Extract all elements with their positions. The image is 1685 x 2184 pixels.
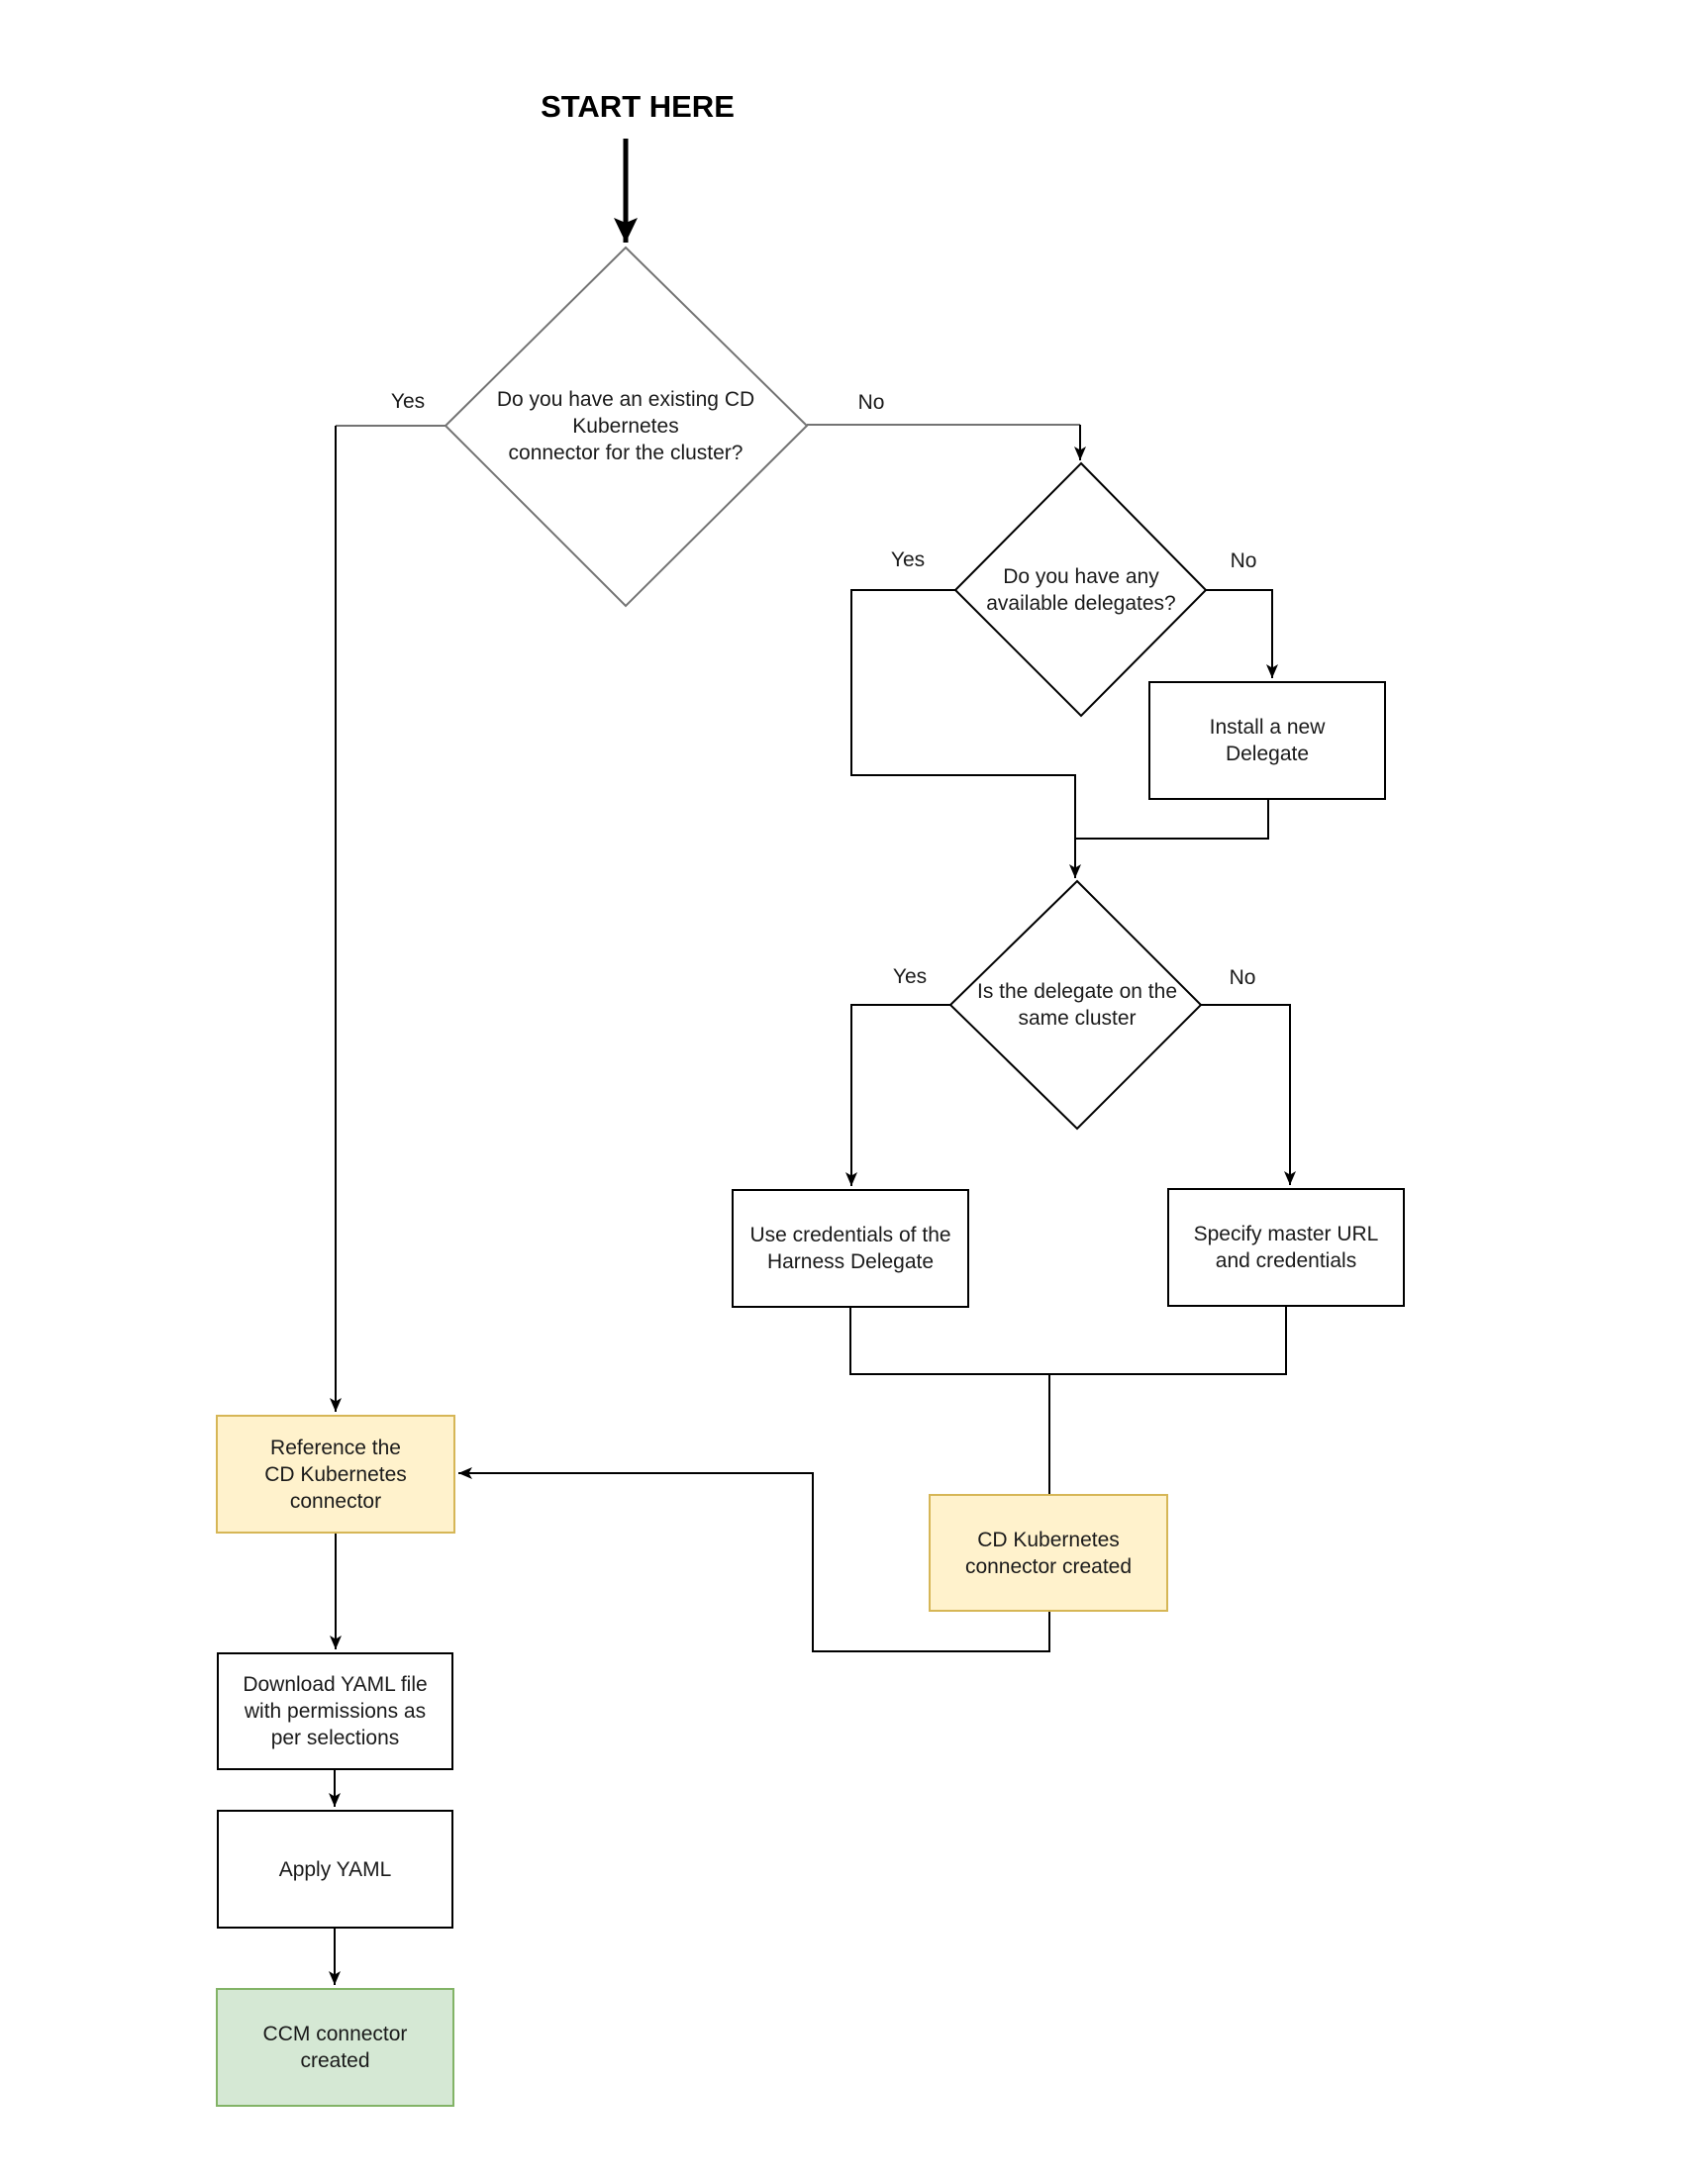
node-apply-yaml: Apply YAML	[217, 1810, 453, 1929]
edge-d2-no	[1206, 589, 1278, 678]
edge-label-d3-yes: Yes	[892, 965, 928, 988]
decision-diamond-available-delegates	[953, 461, 1208, 718]
node-cd-connector-created: CD Kubernetes connector created	[929, 1494, 1168, 1612]
decision-diamond-existing-connector	[444, 246, 809, 608]
node-reference-connector: Reference the CD Kubernetes connector	[216, 1415, 455, 1534]
edge-d2-yes	[850, 589, 1081, 878]
edge-label-d1-no: No	[857, 391, 885, 414]
decision-diamond-same-cluster	[948, 879, 1203, 1131]
start-here-title: START HERE	[541, 89, 735, 124]
edge-cd-created-to-reference	[458, 1467, 1050, 1652]
decision-available-delegates-label: Do you have any available delegates?	[986, 565, 1176, 615]
node-install-new-delegate: Install a new Delegate	[1148, 681, 1386, 800]
edge-label-d1-yes: Yes	[390, 390, 426, 413]
node-download-yaml: Download YAML file with permissions as p…	[217, 1652, 453, 1770]
edge-d3-no	[1201, 1004, 1296, 1185]
edge-merge-credentials	[849, 1307, 1287, 1375]
edge-install-out	[1075, 800, 1269, 840]
node-specify-master-url: Specify master URL and credentials	[1167, 1188, 1405, 1307]
node-use-delegate-credentials: Use credentials of the Harness Delegate	[732, 1189, 969, 1308]
decision-same-cluster-label: Is the delegate on the same cluster	[977, 980, 1177, 1030]
edge-d3-yes	[845, 1004, 950, 1186]
edge-label-d3-no: No	[1229, 966, 1256, 989]
node-ccm-connector-created: CCM connector created	[216, 1988, 454, 2107]
decision-existing-connector-label: Do you have an existing CD Kubernetes co…	[496, 387, 755, 464]
edge-label-d2-no: No	[1230, 549, 1257, 572]
edge-label-d2-yes: Yes	[890, 548, 926, 571]
